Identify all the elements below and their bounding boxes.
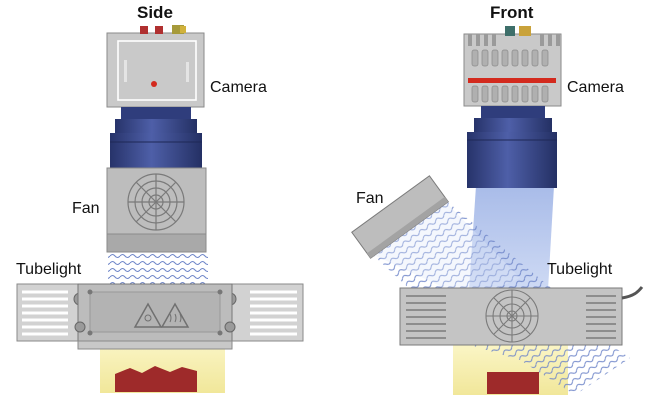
front-view — [351, 26, 644, 395]
side-fan — [106, 167, 207, 253]
front-tubelight-label: Tubelight — [547, 261, 613, 278]
side-sample — [115, 366, 197, 392]
side-lens — [110, 107, 202, 168]
power-cable — [621, 286, 644, 300]
front-sample — [487, 372, 539, 394]
side-airflow — [108, 252, 208, 284]
front-fan-grille-icon — [485, 289, 539, 343]
front-camera — [463, 26, 562, 107]
side-tubelight-label: Tubelight — [16, 261, 82, 278]
front-fan — [351, 175, 449, 259]
side-view — [16, 25, 304, 393]
side-tubelight — [16, 283, 304, 350]
laser-warning-icon — [133, 302, 163, 328]
front-lens — [467, 106, 557, 188]
side-camera — [106, 25, 205, 108]
front-tubelight — [399, 286, 644, 346]
side-camera-label: Camera — [210, 79, 267, 96]
front-indicator-bar — [468, 78, 556, 83]
front-fan-label: Fan — [356, 190, 384, 207]
front-view-title: Front — [490, 3, 534, 22]
side-view-title: Side — [137, 3, 173, 22]
front-camera-label: Camera — [567, 79, 624, 96]
hot-surface-warning-icon — [160, 302, 190, 328]
side-indicator-led — [151, 81, 157, 87]
fan-grille-icon — [127, 173, 185, 231]
side-fan-label: Fan — [72, 200, 100, 217]
